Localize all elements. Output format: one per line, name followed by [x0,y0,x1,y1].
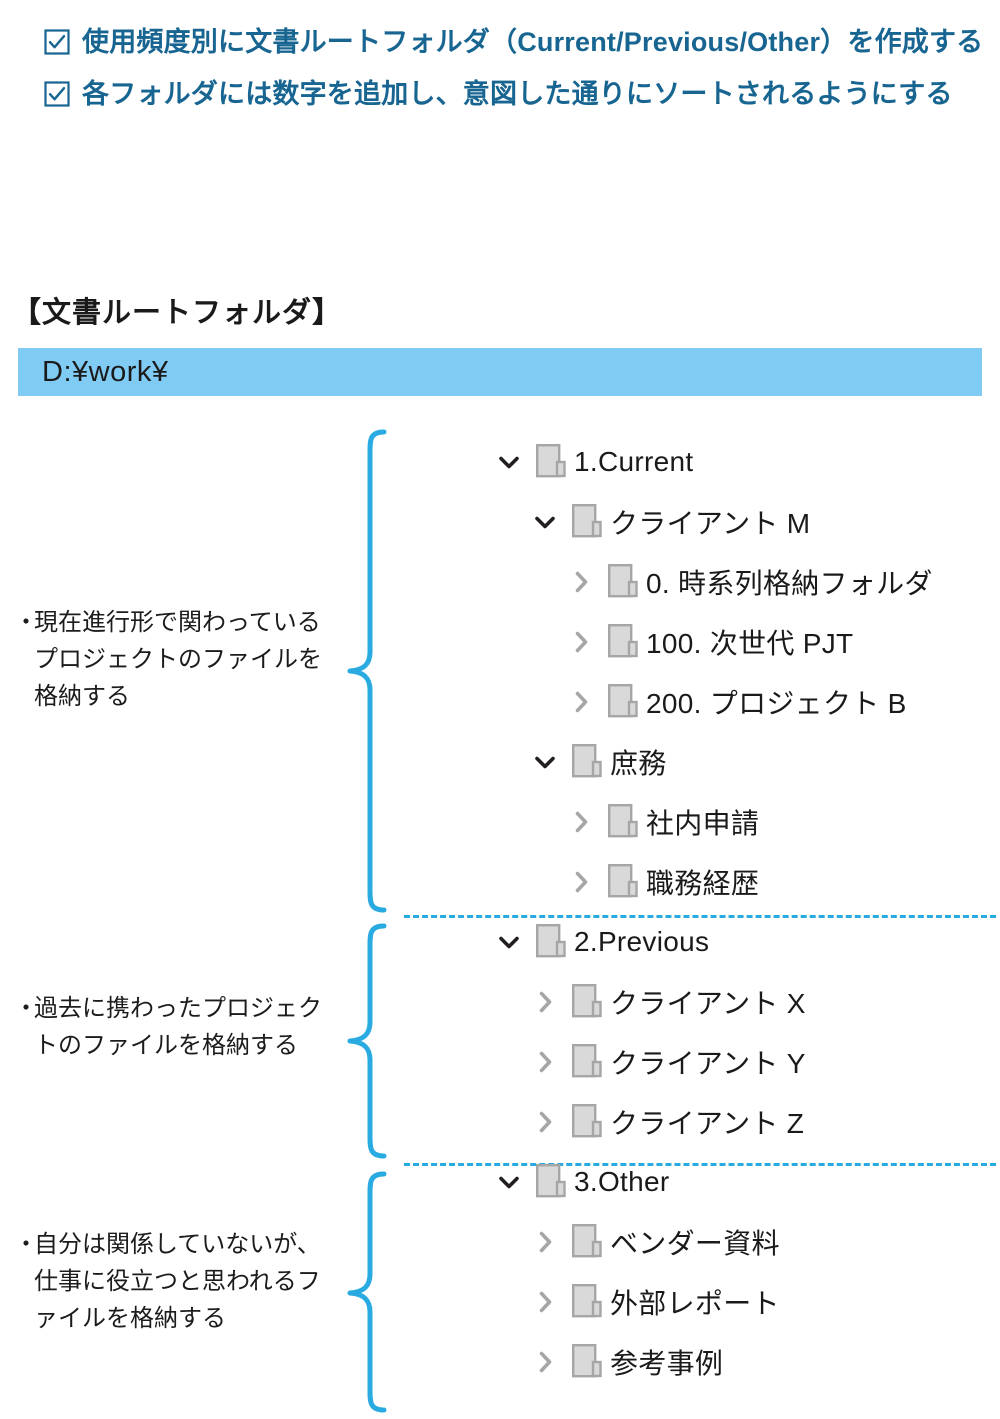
folder-icon [608,864,638,900]
chevron-right-icon[interactable] [566,807,596,837]
folder-icon [572,1344,602,1380]
checklist-item[interactable]: 各フォルダには数字を追加し、意図した通りにソートされるようにする [44,74,984,116]
page-title: 【文書ルートフォルダ】 [12,297,343,329]
folder-icon [572,1044,602,1080]
checklist-item-label: 使用頻度別に文書ルートフォルダ（Current/Previous/Other）を… [82,27,984,57]
tree-row-label: 参考事例 [610,1348,724,1379]
folder-icon [608,564,638,600]
note-previous: ・ 過去に携わったプロジェクトのファイルを格納する [14,990,324,1064]
tree-row-label: 外部レポート [610,1288,780,1319]
chevron-down-icon[interactable] [494,447,524,477]
tree-row[interactable]: クライアント M [530,502,810,542]
tree-row[interactable]: クライアント X [530,982,806,1022]
folder-icon [608,684,638,720]
checklist: 使用頻度別に文書ルートフォルダ（Current/Previous/Other）を… [44,22,984,126]
chevron-right-icon[interactable] [566,687,596,717]
folder-icon [572,744,602,780]
chevron-right-icon[interactable] [530,1107,560,1137]
tree-row[interactable]: 外部レポート [530,1282,780,1322]
tree-row-label: ベンダー資料 [610,1228,780,1259]
checkbox-checked-icon[interactable] [44,81,70,107]
tree-row-label: 庶務 [610,748,667,779]
brace-other [344,1170,388,1414]
chevron-down-icon[interactable] [494,927,524,957]
tree-row[interactable]: 100. 次世代 PJT [566,622,853,662]
folder-icon [536,444,566,480]
tree-row-label: 100. 次世代 PJT [646,628,854,659]
folder-icon [572,1284,602,1320]
chevron-right-icon[interactable] [530,1047,560,1077]
tree-row-label: クライアント M [610,508,811,539]
root-folder-path-bar[interactable]: D:¥work¥ [18,348,982,396]
tree-row-label: クライアント Z [610,1108,805,1139]
folder-icon [572,984,602,1020]
tree-row-label: 3.Other [574,1166,670,1197]
tree-row-label: クライアント Y [610,1048,806,1079]
tree-row[interactable]: 参考事例 [530,1342,723,1382]
tree-row[interactable]: 2.Previous [494,922,709,962]
folder-icon [572,504,602,540]
folder-icon [608,624,638,660]
folder-icon [572,1104,602,1140]
note-text: 現在進行形で関わっているプロジェクトのファイルを格納する [34,609,322,711]
tree-row-label: 0. 時系列格納フォルダ [646,568,933,599]
tree-row[interactable]: 社内申請 [566,802,759,842]
tree-row[interactable]: 1.Current [494,442,693,482]
chevron-right-icon[interactable] [566,627,596,657]
folder-icon [536,924,566,960]
note-bullet: ・ [14,1231,38,1258]
checklist-item-label: 各フォルダには数字を追加し、意図した通りにソートされるようにする [82,78,953,109]
folder-icon [536,1164,566,1200]
tree-row-label: 1.Current [574,446,694,477]
chevron-right-icon[interactable] [530,987,560,1017]
tree-row-label: 2.Previous [574,926,710,957]
chevron-down-icon[interactable] [494,1167,524,1197]
tree-row[interactable]: 庶務 [530,742,667,782]
chevron-right-icon[interactable] [530,1347,560,1377]
chevron-right-icon[interactable] [566,867,596,897]
tree-row-label: 社内申請 [646,808,760,839]
tree-row[interactable]: ベンダー資料 [530,1222,780,1262]
note-bullet: ・ [14,995,38,1022]
group-separator-previous-other [404,1163,996,1166]
tree-row[interactable]: 200. プロジェクト B [566,682,907,722]
note-bullet: ・ [14,609,38,636]
note-text: 自分は関係していないが、仕事に役立つと思われるファイルを格納する [34,1231,321,1333]
note-text: 過去に携わったプロジェクトのファイルを格納する [34,995,322,1060]
chevron-down-icon[interactable] [530,507,560,537]
checklist-item[interactable]: 使用頻度別に文書ルートフォルダ（Current/Previous/Other）を… [44,22,984,64]
checkbox-checked-icon[interactable] [44,29,70,55]
root-folder-path-value: D:¥work¥ [42,355,169,388]
tree-row[interactable]: クライアント Y [530,1042,806,1082]
brace-previous [344,922,388,1160]
chevron-right-icon[interactable] [530,1287,560,1317]
chevron-right-icon[interactable] [530,1227,560,1257]
group-separator-current-previous [404,915,996,918]
brace-current [344,428,388,914]
note-other: ・ 自分は関係していないが、仕事に役立つと思われるファイルを格納する [14,1226,324,1338]
tree-row-label: クライアント X [610,988,806,1019]
folder-icon [608,804,638,840]
tree-row[interactable]: クライアント Z [530,1102,804,1142]
tree-row[interactable]: 3.Other [494,1162,669,1202]
chevron-down-icon[interactable] [530,747,560,777]
folder-icon [572,1224,602,1260]
note-current: ・ 現在進行形で関わっているプロジェクトのファイルを格納する [14,604,324,716]
chevron-right-icon[interactable] [566,567,596,597]
tree-row-label: 職務経歴 [646,868,760,899]
tree-row[interactable]: 職務経歴 [566,862,759,902]
tree-row[interactable]: 0. 時系列格納フォルダ [566,562,933,602]
tree-row-label: 200. プロジェクト B [646,688,907,719]
